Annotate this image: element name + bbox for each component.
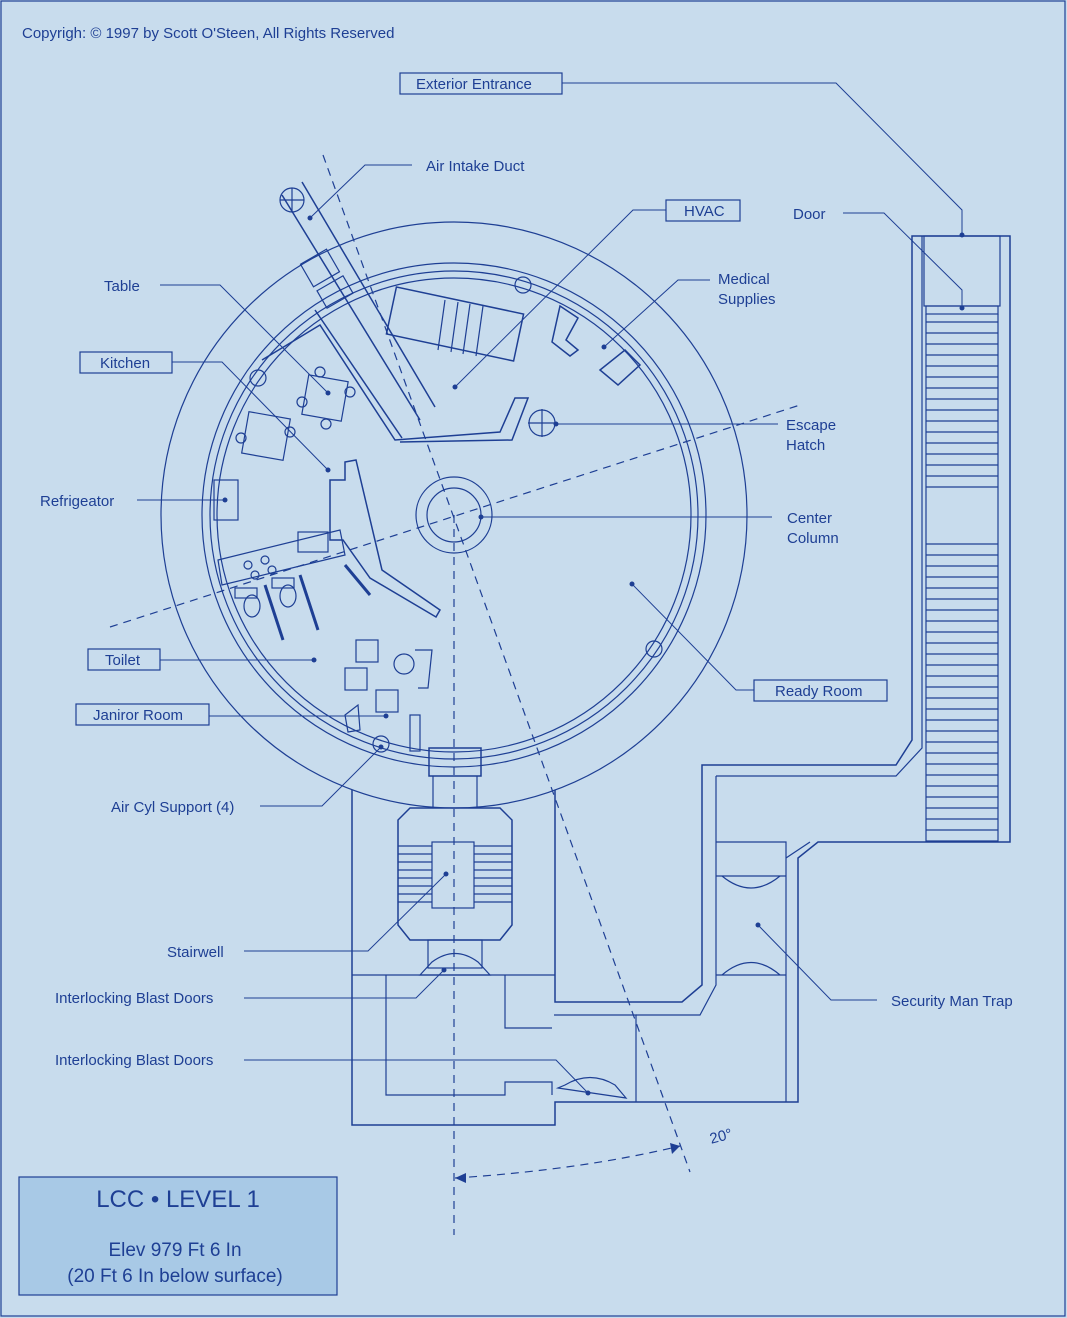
- angle-label: 20°: [708, 1126, 734, 1148]
- escape-hatch-label-1: Escape: [786, 417, 836, 434]
- blast-doors-label-1: Interlocking Blast Doors: [55, 990, 213, 1007]
- tables: [235, 366, 356, 462]
- tunnel-walls: [351, 235, 1011, 1126]
- janitor-fixtures: [344, 639, 433, 752]
- security-man-trap-label: Security Man Trap: [891, 993, 1013, 1010]
- door-label: Door: [793, 206, 826, 223]
- escape-hatch: [528, 409, 556, 437]
- stair-treads-right: [474, 845, 512, 903]
- info-depth: (20 Ft 6 In below surface): [67, 1266, 282, 1287]
- toilets: [234, 564, 372, 641]
- janitor-room-label: Janiror Room: [93, 707, 183, 724]
- info-elevation: Elev 979 Ft 6 In: [108, 1240, 241, 1261]
- hvac-unit: [385, 286, 525, 362]
- center-column-label-1: Center: [787, 510, 832, 527]
- table-label: Table: [104, 278, 140, 295]
- refrigerator-label: Refrigeator: [40, 493, 114, 510]
- kitchen-label: Kitchen: [100, 355, 150, 372]
- air-cyl-supports: [249, 276, 663, 753]
- stairwell-label: Stairwell: [167, 944, 224, 961]
- axis-lines: [109, 154, 801, 1235]
- kitchen-counter: [217, 529, 346, 586]
- air-cyl-support-label: Air Cyl Support (4): [111, 799, 234, 816]
- air-intake-duct-label: Air Intake Duct: [426, 158, 525, 175]
- entrance-stair-treads: [926, 321, 998, 842]
- exterior-entrance-label: Exterior Entrance: [416, 76, 532, 93]
- blast-doors-label-2: Interlocking Blast Doors: [55, 1052, 213, 1069]
- stairwell-structure: [397, 747, 513, 976]
- janitor-room-box: [75, 703, 210, 726]
- medical-supplies-label-1: Medical: [718, 271, 770, 288]
- center-column-label-2: Column: [787, 530, 839, 547]
- air-intake-duct: [279, 181, 436, 421]
- ready-room-label: Ready Room: [775, 683, 863, 700]
- stair-treads-left: [398, 845, 432, 903]
- interior-walls: [261, 304, 642, 619]
- medical-supplies-label-2: Supplies: [718, 291, 776, 308]
- toilet-label: Toilet: [105, 652, 141, 669]
- info-title: LCC • LEVEL 1: [96, 1186, 260, 1213]
- info-box: [18, 1176, 338, 1296]
- entrance-stair: [923, 235, 1001, 842]
- hvac-label: HVAC: [684, 203, 725, 220]
- copyright-text: Copyrigh: © 1997 by Scott O'Steen, All R…: [22, 25, 394, 42]
- escape-hatch-label-2: Hatch: [786, 437, 825, 454]
